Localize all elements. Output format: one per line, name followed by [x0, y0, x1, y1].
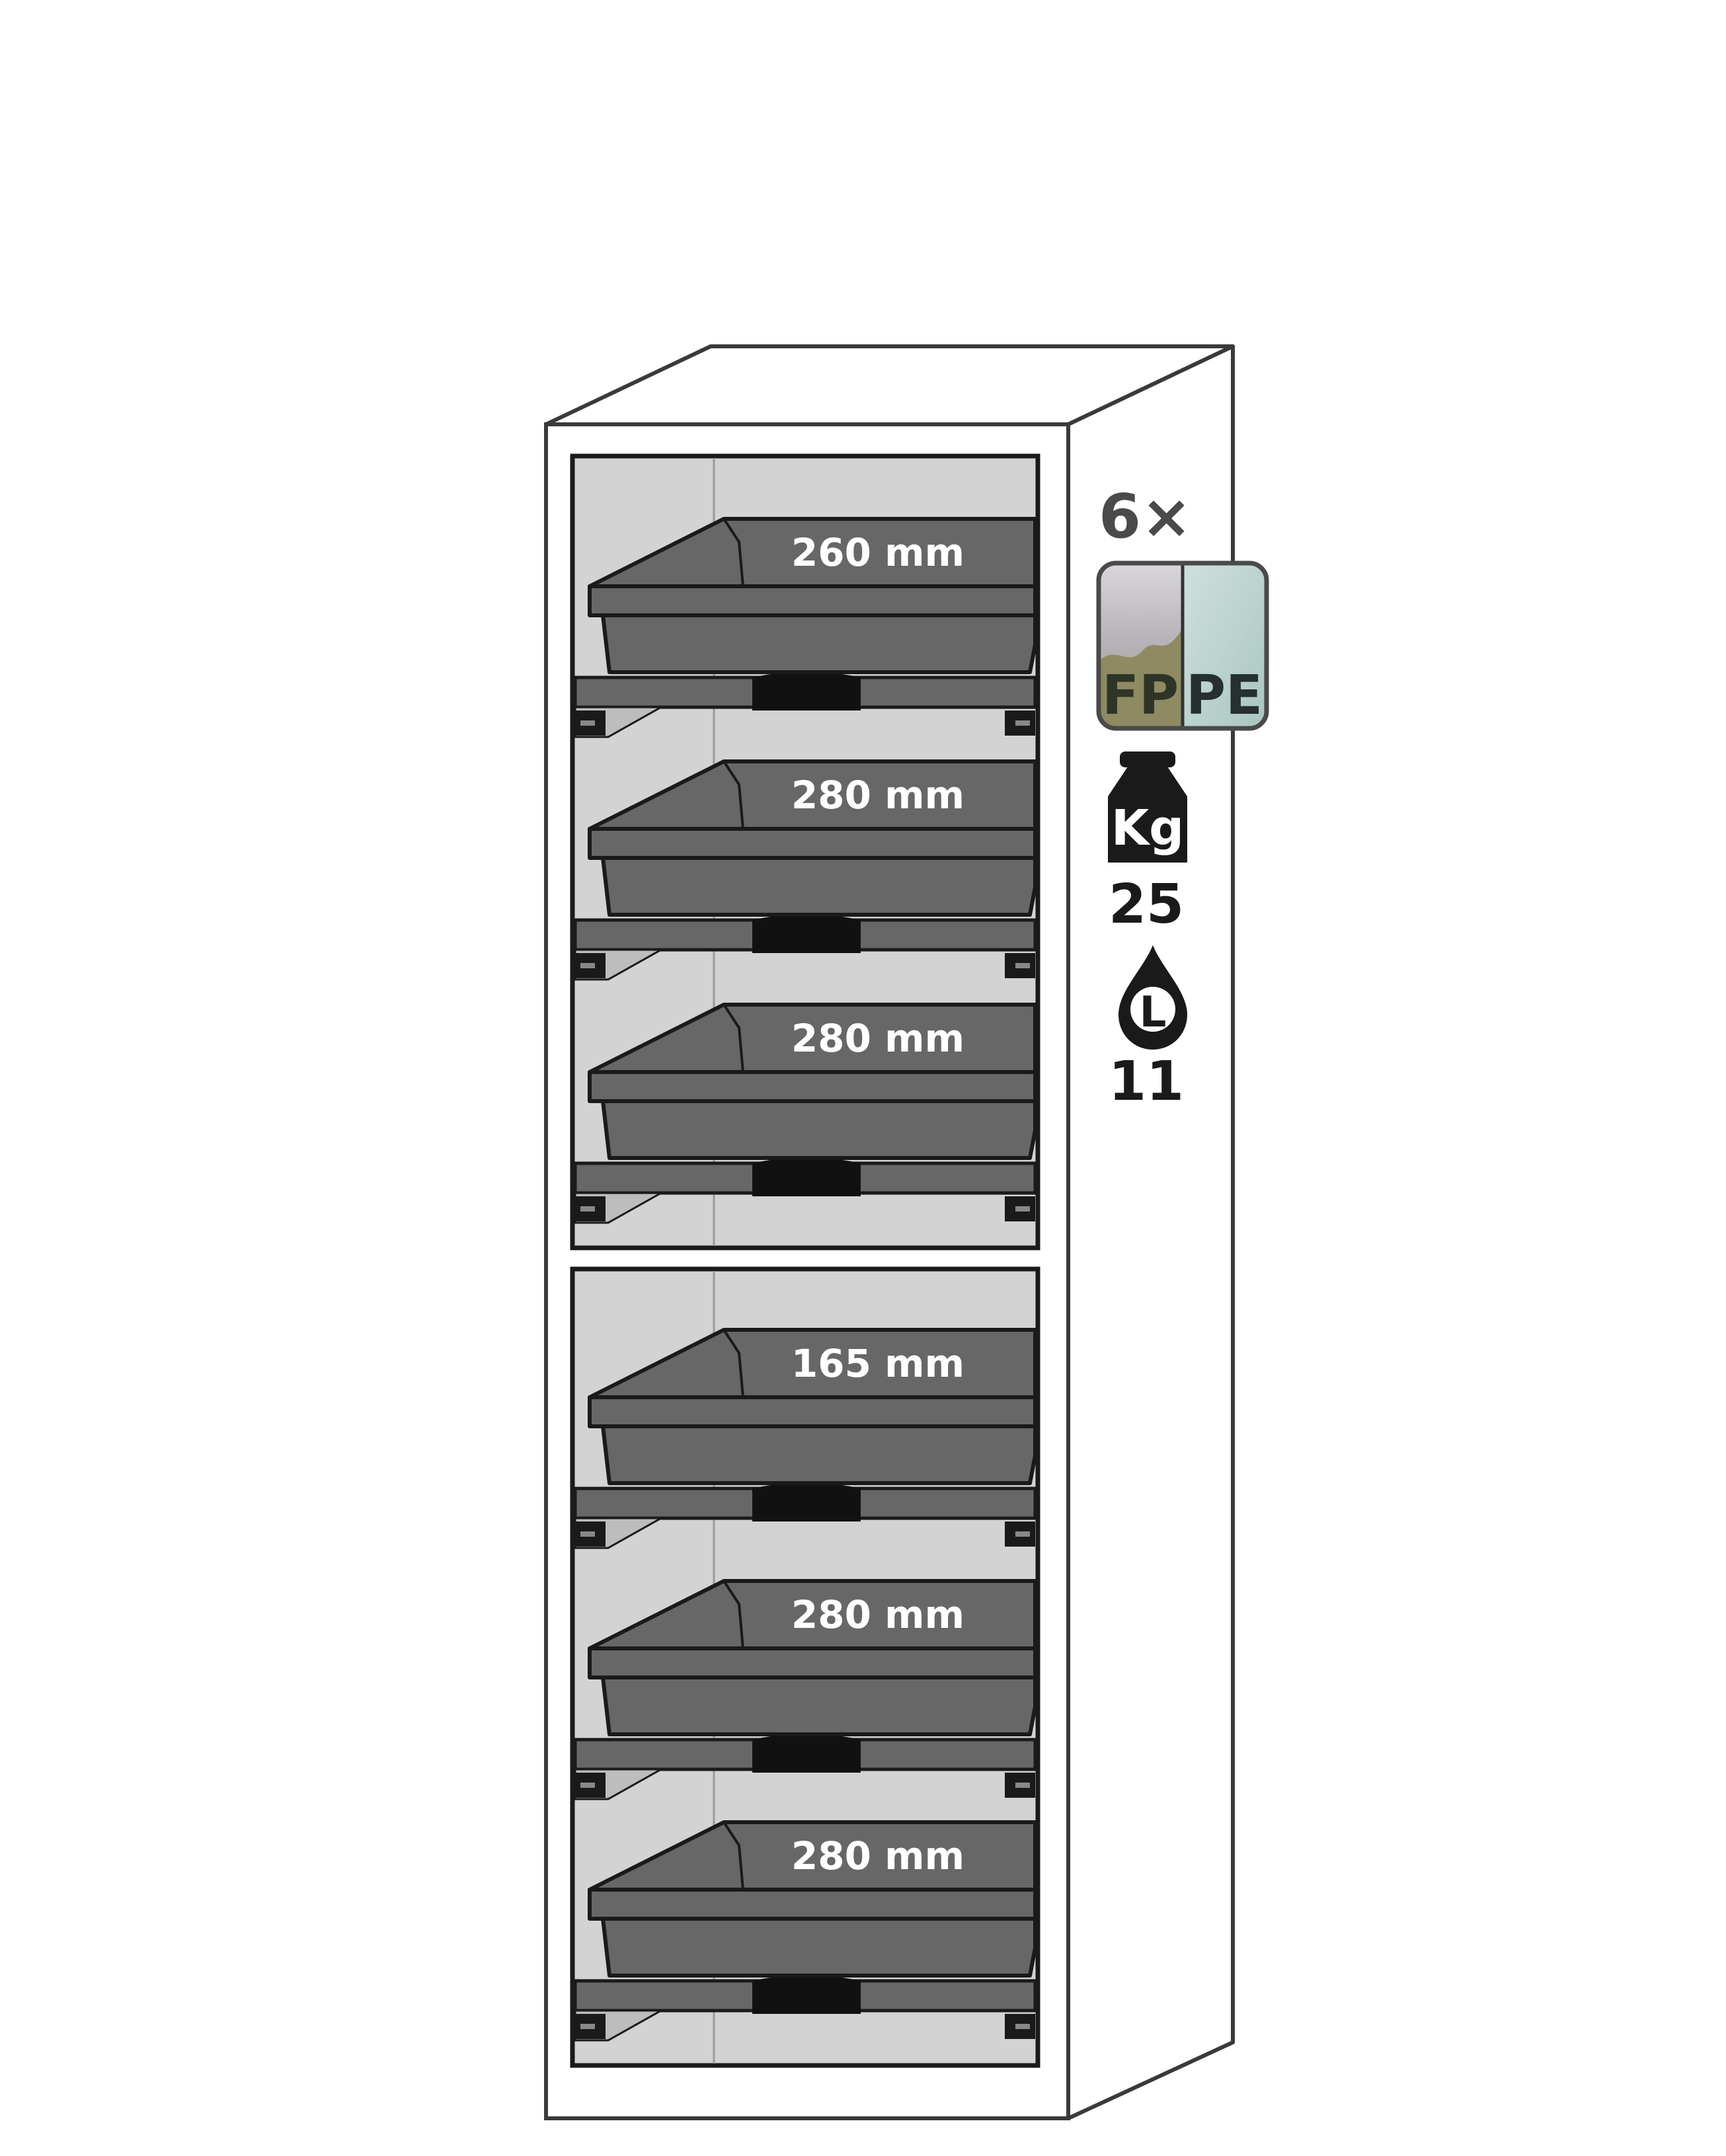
tray-rim — [588, 1646, 1037, 1679]
tray-rim — [588, 827, 1037, 860]
tray-fold — [723, 1003, 744, 1073]
material-pe-label: PE — [1186, 664, 1263, 727]
bracket-right-slot — [1015, 1531, 1030, 1537]
tray-fold — [723, 1580, 744, 1649]
tray-basin — [601, 1424, 1037, 1485]
bracket-left-slot — [580, 720, 595, 726]
bracket-right-slot — [1015, 1783, 1030, 1788]
pe-panel — [1183, 563, 1267, 728]
droplet-inner — [1130, 987, 1175, 1032]
tray-top — [588, 517, 1037, 588]
tray-rim — [588, 1395, 1037, 1428]
bracket-right-slot — [1015, 720, 1030, 726]
weight-icon-text: Kg — [1111, 800, 1184, 857]
tray-rim — [588, 584, 1037, 617]
load-value: 25 — [1109, 873, 1184, 936]
tray-2: 280 mm — [573, 759, 1037, 981]
tray-top — [588, 1820, 1037, 1892]
tray-rim — [588, 1888, 1037, 1921]
badge-frame — [1096, 560, 1269, 731]
bracket-right-slot — [1015, 2024, 1030, 2029]
weight-body — [1108, 767, 1187, 863]
bracket-left-slot — [580, 1206, 595, 1212]
shelf-handle — [752, 1734, 861, 1773]
tray-top — [588, 1579, 1037, 1650]
shelf-handle — [752, 914, 861, 953]
weight-handle — [1120, 751, 1175, 767]
shelf-handle — [752, 672, 861, 711]
bracket-right-slot — [1015, 1206, 1030, 1212]
tray-5: 280 mm — [573, 1579, 1037, 1800]
tray-fold — [723, 760, 744, 829]
bracket-right-slot — [1015, 963, 1030, 968]
tray-height-label: 260 mm — [791, 530, 964, 575]
tray-top — [588, 1003, 1037, 1074]
shelf-handle — [752, 1975, 861, 2014]
tray-6: 280 mm — [573, 1820, 1037, 2042]
tray-fold — [723, 518, 744, 587]
tray-basin — [601, 856, 1037, 917]
tray-basin — [601, 613, 1037, 674]
tray-basin — [601, 1675, 1037, 1736]
tray-fold — [723, 1821, 744, 1890]
tray-rim — [588, 1070, 1037, 1103]
droplet-icon: L — [1118, 945, 1187, 1050]
tray-top — [588, 759, 1037, 831]
weight-icon: Kg — [1108, 751, 1187, 863]
tray-stack: 260 mm 280 mm 280 mm 165 mm 280 mm 280 mm — [573, 517, 1037, 2042]
bracket-left-slot — [580, 963, 595, 968]
tray-top — [588, 1328, 1037, 1399]
fp-stain — [1099, 628, 1183, 728]
material-badge: FP PE — [1096, 560, 1269, 731]
bracket-left-slot — [580, 1783, 595, 1788]
tray-count-label: 6× — [1099, 481, 1192, 552]
tray-3: 280 mm — [573, 1003, 1037, 1224]
tray-height-label: 165 mm — [791, 1341, 964, 1386]
tray-height-label: 280 mm — [791, 773, 964, 818]
tray-1: 260 mm — [573, 517, 1037, 738]
tray-basin — [601, 1917, 1037, 1978]
capacity-value: 11 — [1109, 1050, 1184, 1113]
material-fp-label: FP — [1102, 664, 1179, 727]
tray-height-label: 280 mm — [791, 1016, 964, 1061]
tray-height-label: 280 mm — [791, 1833, 964, 1878]
shelf-handle — [752, 1157, 861, 1196]
bracket-left-slot — [580, 2024, 595, 2029]
tray-4: 165 mm — [573, 1328, 1037, 1549]
shelf-handle — [752, 1482, 861, 1521]
tray-basin — [601, 1099, 1037, 1160]
tray-height-label: 280 mm — [791, 1592, 964, 1637]
spec-panel: 6× FP PE Kg 25 L 11 — [1096, 481, 1269, 1113]
tray-fold — [723, 1328, 744, 1398]
bracket-left-slot — [580, 1531, 595, 1537]
droplet-icon-text: L — [1140, 988, 1167, 1037]
